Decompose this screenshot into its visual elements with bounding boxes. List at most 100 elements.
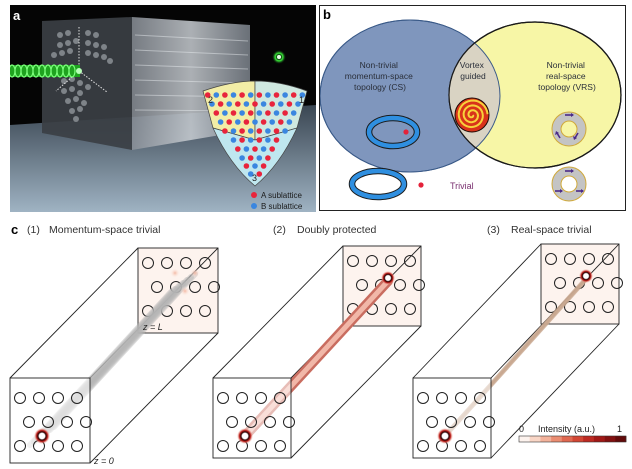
lattice-site <box>77 106 83 112</box>
lattice-site <box>77 80 83 86</box>
a-site <box>286 101 293 107</box>
sector-number-3: 3 <box>252 173 257 183</box>
waveguide-site <box>180 305 192 317</box>
waveguide-site <box>14 440 26 452</box>
waveguide-site <box>274 392 286 404</box>
trivial-real-space-ring-icon <box>551 166 587 202</box>
waveguide-site <box>170 281 182 293</box>
b-site <box>256 110 263 116</box>
waveguide-site <box>264 416 276 428</box>
momentum-point-icon <box>403 129 409 135</box>
b-site <box>278 101 284 107</box>
waveguide-site <box>564 253 576 265</box>
b-sublattice-marker <box>251 203 257 209</box>
lattice-site <box>65 40 71 46</box>
lattice-site <box>107 58 113 64</box>
waveguide-site <box>255 440 267 452</box>
b-site <box>265 137 271 143</box>
panel-b-label: b <box>323 7 331 22</box>
box-edge <box>212 245 344 379</box>
waveguide-site <box>161 257 173 269</box>
waveguide-site <box>592 277 604 289</box>
b-site <box>252 119 258 125</box>
subpanel-3-title: Real-space trivial <box>511 224 592 236</box>
a-site <box>269 101 276 107</box>
z-start-label: z = 0 <box>93 456 114 466</box>
waveguide-site <box>142 305 154 317</box>
vortex-guided-label: Vortex guided <box>460 60 486 81</box>
a-site <box>222 92 228 98</box>
waveguide-site <box>417 440 429 452</box>
front-lattice <box>51 30 113 122</box>
trivial-point-icon <box>418 182 424 188</box>
input-vortex <box>237 428 253 444</box>
box-edge <box>490 323 620 459</box>
waveguide-site <box>283 416 295 428</box>
b-site <box>243 146 250 152</box>
b-site <box>209 101 215 107</box>
waveguide-site <box>52 440 64 452</box>
a-site <box>282 110 288 116</box>
lattice-site <box>101 44 107 50</box>
waveguide-site <box>564 301 576 313</box>
waveguide-site <box>445 416 457 428</box>
nontrivial-real-space-ring-icon <box>551 111 587 147</box>
colorbar-segment <box>604 436 616 442</box>
a-site <box>260 163 267 169</box>
b-site <box>230 92 237 98</box>
waveguide-simulations: z = L z = 0 0 Intensity (a.u.) 1 <box>9 243 627 466</box>
waveguide-site <box>356 279 368 291</box>
a-site <box>265 110 271 116</box>
colorbar-frame <box>518 435 627 443</box>
b-site <box>222 110 228 116</box>
waveguide-site <box>602 301 614 313</box>
b-site <box>265 128 271 134</box>
waveguide-site <box>274 440 286 452</box>
input-vortex <box>437 428 453 444</box>
lattice-site <box>61 78 67 84</box>
waveguide-site <box>455 392 467 404</box>
b-site <box>273 110 280 116</box>
waveguide-site <box>161 305 173 317</box>
a-site <box>243 163 250 169</box>
trivial-momentum-ring-icon <box>349 168 407 200</box>
colorbar-label: Intensity (a.u.) <box>538 424 595 434</box>
waveguide-site <box>583 301 595 313</box>
colorbar-segment <box>615 436 627 442</box>
a-site <box>260 119 267 125</box>
a-site <box>273 128 280 134</box>
lattice-site <box>69 76 75 82</box>
colorbar-segment <box>593 436 605 442</box>
b-site <box>239 110 245 116</box>
waveguide-site <box>33 392 45 404</box>
lattice-site <box>93 52 99 58</box>
sector-number-1: 1 <box>299 95 304 105</box>
lattice-site <box>73 116 79 122</box>
a-site <box>226 119 232 125</box>
waveguide-site <box>413 279 425 291</box>
waveguide-site <box>245 416 257 428</box>
b-site <box>256 155 263 161</box>
waveguide-site <box>404 255 416 267</box>
waveguide-site <box>199 305 211 317</box>
b-site <box>260 146 267 152</box>
a-site <box>256 128 263 134</box>
a-site <box>204 92 211 98</box>
lattice-site <box>85 84 91 90</box>
lattice-site <box>93 32 99 38</box>
waveguide-site <box>255 392 267 404</box>
waveguide-site <box>42 416 54 428</box>
subpanel-3-waveguide <box>412 243 623 459</box>
lattice-site <box>69 86 75 92</box>
box-edge <box>89 332 219 464</box>
subpanel-1-waveguide <box>9 247 220 464</box>
panel-a-label: a <box>13 8 21 23</box>
waveguide-site <box>464 416 476 428</box>
sector-number-2: 2 <box>208 95 213 105</box>
colorbar-segment <box>529 436 541 442</box>
lattice-site <box>93 42 99 48</box>
lattice-site <box>73 96 79 102</box>
b-site <box>282 92 288 98</box>
lattice-site <box>101 54 107 60</box>
lattice-site <box>57 42 63 48</box>
